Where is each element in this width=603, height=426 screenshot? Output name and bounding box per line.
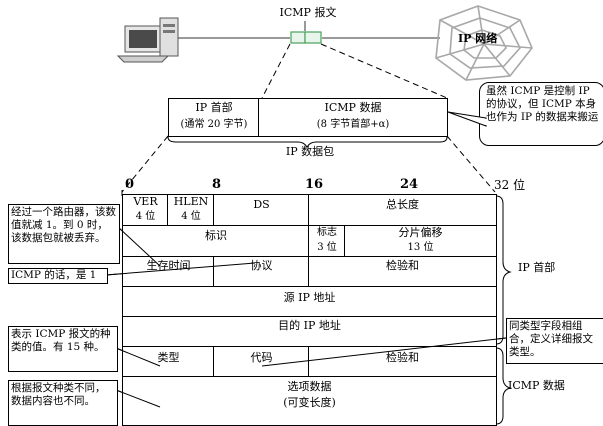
field-flags-size: 3 位 <box>317 242 337 253</box>
packet-icmp-data-sub: (8 字节首部+α) <box>316 119 390 130</box>
field-identification-label: 标识 <box>205 229 227 242</box>
network-web-icon <box>435 5 533 81</box>
field-total-length: 总长度 <box>308 194 497 227</box>
field-option-data-label: 选项数据 <box>287 380 332 393</box>
callout-icmp-carried-by-ip: 虽然 ICMP 是控制 IP 的协议，但 ICMP 本身也作为 IP 的数据来搬… <box>479 82 603 146</box>
field-src-ip-label: 源 IP 地址 <box>283 291 336 304</box>
field-fragment-offset-size: 13 位 <box>407 242 434 253</box>
field-ver: VER 4 位 <box>122 194 169 227</box>
field-type-label: 类型 <box>157 351 180 364</box>
field-dst-ip-label: 目的 IP 地址 <box>278 319 341 332</box>
packet-icmp-data-title: ICMP 数据 <box>324 101 382 114</box>
note-ttl: 经过一个路由器，该数值就减 1。到 0 时，该数据包就被丢弃。 <box>8 204 120 264</box>
packet-ip-header-sub: (通常 20 字节) <box>180 119 248 130</box>
field-flags-label: 标志 <box>317 227 337 238</box>
field-ver-size: 4 位 <box>135 211 156 222</box>
note-code: 同类型字段相组合，定义详细报文类型。 <box>506 318 603 364</box>
field-ds-label: DS <box>253 198 270 211</box>
note-type: 表示 ICMP 报文的种类的值。有 15 种。 <box>8 326 118 372</box>
field-icmp-checksum-label: 检验和 <box>386 351 419 364</box>
note-option-data: 根据报文种类不同，数据内容也不同。 <box>8 380 118 426</box>
field-option-data: 选项数据 (可变长度) <box>122 376 497 426</box>
packet-ip-header-cell: IP 首部 (通常 20 字节) <box>168 98 260 137</box>
bit-8: 8 <box>212 177 222 192</box>
bit-32: 32 位 <box>494 178 526 192</box>
computer-icon <box>116 17 179 63</box>
note-type-text: 表示 ICMP 报文的种类的值。有 15 种。 <box>11 328 111 353</box>
ip-datagram-label: IP 数据包 <box>285 145 335 158</box>
field-ver-label: VER <box>133 195 158 208</box>
bit-16: 16 <box>305 177 324 192</box>
icmp-message-label: ICMP 报文 <box>279 6 337 19</box>
field-hlen-label: HLEN <box>173 195 209 208</box>
callout-text: 虽然 ICMP 是控制 IP 的协议，但 ICMP 本身也作为 IP 的数据来搬… <box>486 85 599 123</box>
bit-0: 0 <box>125 177 135 192</box>
field-type: 类型 <box>122 346 215 378</box>
field-protocol: 协议 <box>213 256 310 288</box>
field-src-ip: 源 IP 地址 <box>122 286 497 318</box>
field-ds: DS <box>213 194 310 227</box>
field-flags: 标志 3 位 <box>308 225 346 258</box>
ip-network-label: IP 网络 <box>458 32 498 45</box>
note-protocol-text: ICMP 的话，是 1 <box>11 269 97 281</box>
packet-icmp-data-cell: ICMP 数据 (8 字节首部+α) <box>258 98 448 137</box>
field-total-length-label: 总长度 <box>386 198 419 211</box>
field-fragment-offset: 分片偏移 13 位 <box>344 225 497 258</box>
note-protocol: ICMP 的话，是 1 <box>8 268 108 284</box>
bit-24: 24 <box>400 177 419 192</box>
field-identification: 标识 <box>122 225 310 258</box>
field-hlen-size: 4 位 <box>181 211 201 222</box>
field-fragment-offset-label: 分片偏移 <box>398 226 443 239</box>
icmp-packet-icon <box>290 31 306 44</box>
field-ip-checksum-label: 检验和 <box>386 259 419 272</box>
field-ttl-label: 生存时间 <box>146 259 191 272</box>
field-code: 代码 <box>213 346 310 378</box>
packet-ip-header-title: IP 首部 <box>195 101 233 114</box>
note-ttl-text: 经过一个路由器，该数值就减 1。到 0 时，该数据包就被丢弃。 <box>11 206 116 244</box>
field-icmp-checksum: 检验和 <box>308 346 497 378</box>
field-ip-checksum: 检验和 <box>308 256 497 288</box>
field-code-label: 代码 <box>250 351 273 364</box>
field-ttl: 生存时间 <box>122 256 215 288</box>
field-dst-ip: 目的 IP 地址 <box>122 316 497 348</box>
field-protocol-label: 协议 <box>250 259 273 272</box>
note-code-text: 同类型字段相组合，定义详细报文类型。 <box>509 320 593 358</box>
field-hlen: HLEN 4 位 <box>167 194 215 227</box>
side-label-ip-header: IP 首部 <box>518 261 556 274</box>
side-label-icmp-data: ICMP 数据 <box>508 379 565 392</box>
field-option-data-sub: (可变长度) <box>283 396 336 409</box>
note-option-data-text: 根据报文种类不同，数据内容也不同。 <box>11 382 106 407</box>
